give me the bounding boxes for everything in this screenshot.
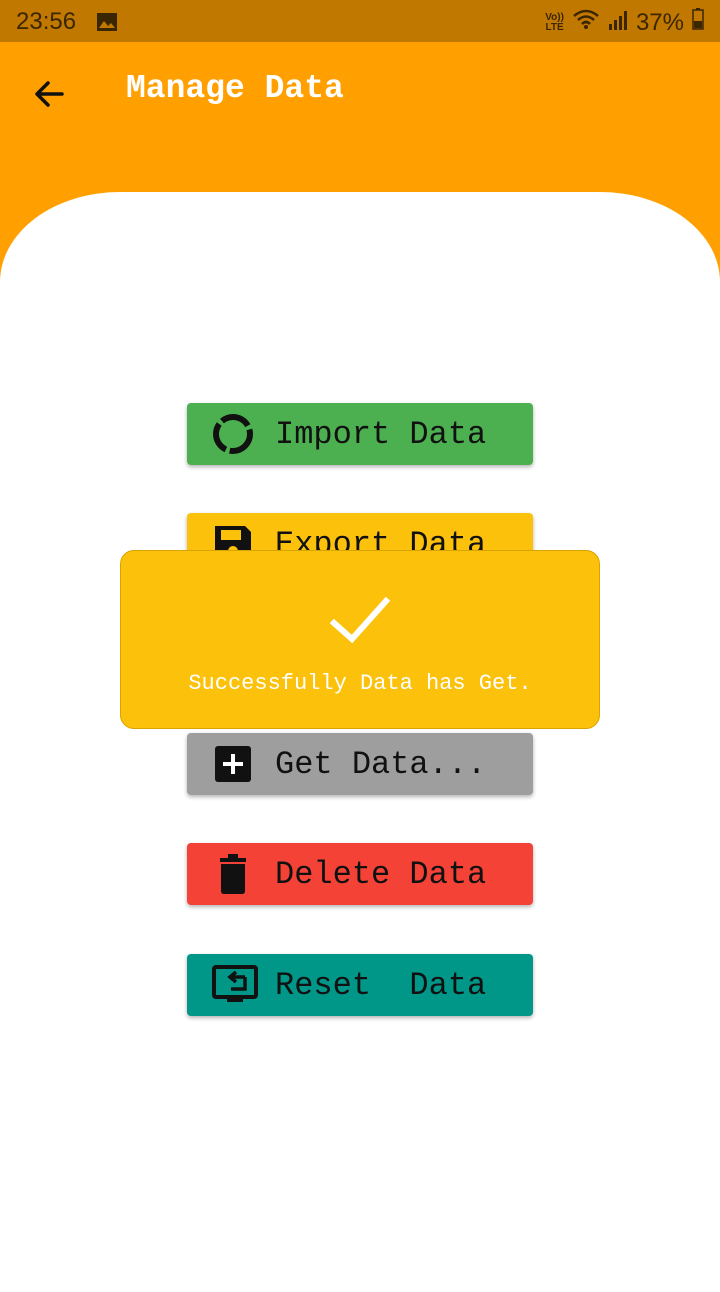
wifi-icon xyxy=(572,8,600,37)
reset-data-label: Reset Data xyxy=(275,967,487,1004)
status-indicators: Vo)) LTE 37% xyxy=(545,8,704,37)
get-data-button[interactable]: Get Data... xyxy=(187,733,533,795)
delete-data-button[interactable]: Delete Data xyxy=(187,843,533,905)
trash-icon xyxy=(211,852,255,896)
status-bar: 23:56 Vo)) LTE 37% xyxy=(0,0,720,42)
delete-data-label: Delete Data xyxy=(275,856,487,893)
volte-icon: Vo)) LTE xyxy=(545,11,564,33)
status-time: 23:56 xyxy=(16,8,77,35)
screen-share-icon xyxy=(211,963,258,1007)
battery-icon xyxy=(692,8,704,37)
success-toast: Successfully Data has Get. xyxy=(120,550,600,729)
import-data-label: Import Data xyxy=(275,416,487,453)
back-arrow-icon[interactable] xyxy=(30,74,70,114)
gallery-icon xyxy=(96,12,118,37)
volte-top-label: Vo)) xyxy=(545,11,564,23)
add-box-icon xyxy=(211,742,255,786)
toast-message: Successfully Data has Get. xyxy=(188,671,532,696)
import-data-button[interactable]: Import Data xyxy=(187,403,533,465)
page-title: Manage Data xyxy=(126,70,344,107)
checkmark-icon xyxy=(329,591,391,651)
reset-data-button[interactable]: Reset Data xyxy=(187,954,533,1016)
battery-percent: 37% xyxy=(635,8,684,36)
volte-bottom-label: LTE xyxy=(545,21,564,33)
get-data-label: Get Data... xyxy=(275,746,487,783)
donut-icon xyxy=(211,412,255,456)
signal-icon xyxy=(608,9,628,37)
